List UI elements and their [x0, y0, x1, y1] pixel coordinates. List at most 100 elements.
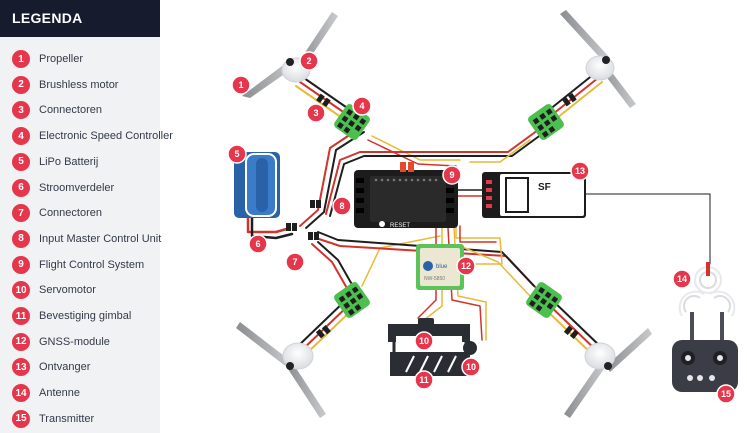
legend-label: Antenne	[39, 387, 80, 400]
svg-text:7: 7	[292, 257, 297, 267]
legend-label: Brushless motor	[39, 78, 119, 91]
svg-text:2: 2	[306, 56, 311, 66]
legend-number-badge: 3	[12, 101, 30, 120]
svg-text:6: 6	[255, 239, 260, 249]
legend-item: 2 Brushless motor	[12, 75, 118, 95]
legend-number-badge: 11	[12, 307, 30, 325]
antenna	[694, 262, 722, 294]
legend-label: Propeller	[39, 53, 84, 65]
legend-number-badge: 10	[12, 281, 30, 300]
esc-top-right	[528, 104, 564, 140]
legend-label: Connectoren	[39, 207, 102, 220]
callout-badge: 2	[299, 51, 319, 71]
svg-text:15: 15	[721, 389, 731, 399]
svg-text:10: 10	[466, 362, 476, 372]
flight-controller: RESET	[354, 162, 458, 229]
legend-number-badge: 2	[12, 75, 30, 94]
callout-badge: 11	[414, 370, 434, 390]
transmitter	[672, 290, 738, 392]
legend-item: 15 Transmitter	[12, 409, 94, 429]
legend-item: 11 Bevestiging gimbal	[12, 306, 131, 326]
legend-item: 10 Servomotor	[12, 280, 96, 300]
legend-number-badge: 15	[12, 409, 30, 428]
legend-label: Connectoren	[39, 104, 102, 117]
legend-number-badge: 13	[12, 358, 30, 377]
legend-label: Stroomverdeler	[39, 181, 115, 194]
legend-item: 8 Input Master Control Unit	[12, 229, 161, 249]
callout-badge: 15	[716, 384, 736, 404]
legend-label: Electronic Speed Controller	[39, 130, 173, 143]
callout-badge: 6	[248, 234, 268, 254]
legend-title: LEGENDA	[0, 0, 160, 37]
legend-item: 1 Propeller	[12, 49, 83, 69]
svg-text:13: 13	[575, 166, 585, 176]
callout-badge: 5	[227, 144, 247, 164]
legend-item: 3 Connectoren	[12, 100, 102, 120]
callout-badge: 10	[461, 357, 481, 377]
svg-text:1: 1	[238, 80, 243, 90]
legend-label: Input Master Control Unit	[39, 232, 162, 245]
legend-label: Transmitter	[39, 412, 95, 425]
callout-badge: 4	[352, 96, 372, 116]
callout-badge: 14	[672, 269, 692, 289]
legend-label: Flight Control System	[39, 258, 145, 271]
lipo-battery	[234, 152, 280, 218]
gnss-module: blue NW-5850	[416, 244, 464, 290]
callout-badge: 13	[570, 161, 590, 181]
motor-top-left	[242, 12, 338, 98]
callout-badge: 1	[231, 75, 251, 95]
svg-text:14: 14	[677, 274, 687, 284]
gnss-model: NW-5850	[424, 276, 445, 282]
legend-number-badge: 4	[12, 127, 30, 146]
legend-label: LiPo Batterij	[39, 155, 99, 168]
legend-number-badge: 8	[12, 229, 30, 248]
svg-text:8: 8	[339, 201, 344, 211]
motor-bottom-left	[236, 322, 326, 418]
legend-item: 7 Connectoren	[12, 203, 102, 223]
legend-item: 9 Flight Control System	[12, 255, 144, 275]
svg-text:4: 4	[359, 101, 364, 111]
svg-text:10: 10	[419, 336, 429, 346]
svg-text:9: 9	[449, 170, 454, 180]
svg-text:3: 3	[313, 108, 318, 118]
esc-bottom-left	[334, 282, 370, 318]
callout-badge: 7	[285, 252, 305, 272]
callout-badge: 12	[456, 256, 476, 276]
legend-item: 6 Stroomverdeler	[12, 178, 114, 198]
legend-number-badge: 9	[12, 255, 30, 274]
receiver-label: SF	[538, 182, 551, 193]
legend-number-badge: 5	[12, 152, 30, 171]
callout-badge: 8	[332, 196, 352, 216]
gnss-label: blue	[436, 264, 448, 270]
motor-top-right	[560, 10, 636, 108]
legend-label: Servomotor	[39, 284, 96, 297]
svg-text:12: 12	[461, 261, 471, 271]
fc-reset-label: RESET	[390, 223, 410, 229]
svg-text:5: 5	[234, 149, 239, 159]
callout-badge: 3	[306, 103, 326, 123]
legend-item: 14 Antenne	[12, 383, 80, 403]
legend-label: GNSS-module	[39, 335, 110, 348]
legend-number-badge: 1	[12, 50, 30, 68]
legend-label: Bevestiging gimbal	[39, 310, 132, 322]
legend-label: Ontvanger	[39, 361, 91, 374]
legend-number-badge: 12	[12, 332, 30, 351]
gimbal	[388, 318, 477, 376]
legend-number-badge: 14	[12, 384, 30, 403]
legend-item: 4 Electronic Speed Controller	[12, 126, 173, 146]
callout-badge: 9	[442, 165, 462, 185]
legend-number-badge: 6	[12, 178, 30, 197]
connectors	[286, 93, 579, 339]
svg-text:11: 11	[419, 375, 429, 385]
callout-badge: 10	[414, 331, 434, 351]
legend-number-badge: 7	[12, 204, 30, 223]
esc-bottom-right	[526, 282, 562, 318]
receiver: SF	[482, 172, 586, 218]
legend-item: 12 GNSS-module	[12, 332, 110, 352]
motor-bottom-right	[564, 328, 652, 418]
legend-item: 5 LiPo Batterij	[12, 152, 98, 172]
legend-item: 13 Ontvanger	[12, 357, 90, 377]
